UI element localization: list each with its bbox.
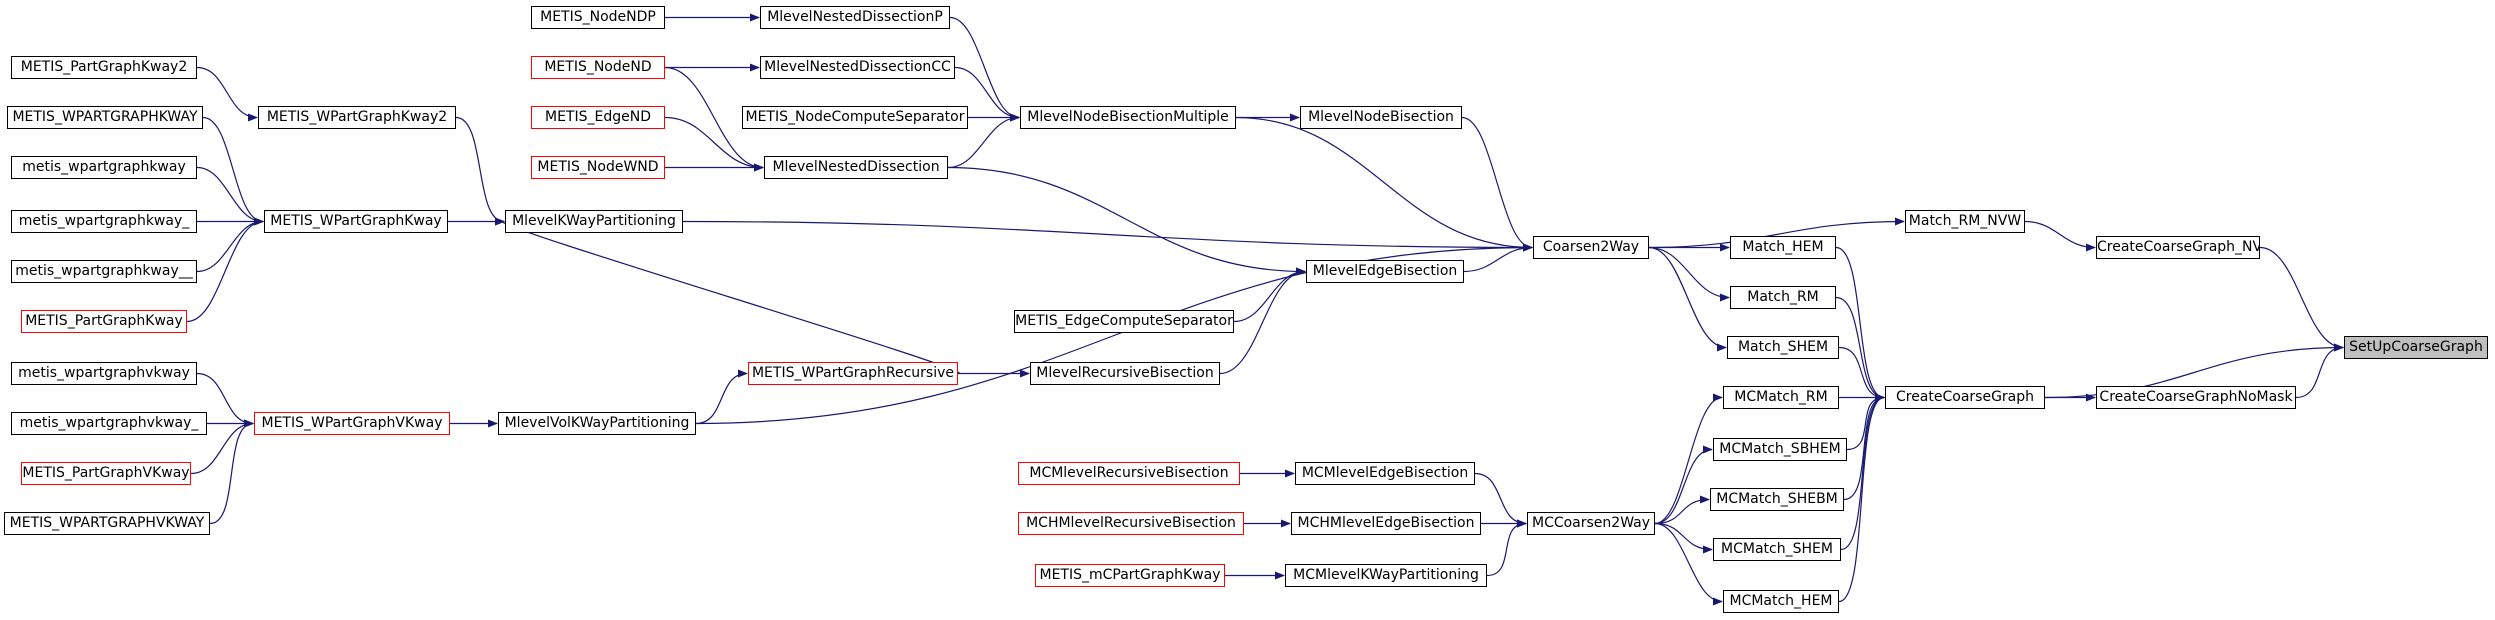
edge-n_mrm-to-n_ccg (1835, 296, 1885, 402)
node-mccoarsen2way[interactable]: MCCoarsen2Way (1527, 512, 1655, 535)
edge-n_mcmkwp-to-n_mcc2w (1486, 519, 1527, 577)
edge-n_edgend-to-n_mnd (664, 116, 764, 172)
node-match-rm-nvw[interactable]: Match_RM_NVW (1905, 210, 2025, 233)
node-metis-wpartgraphrecursive[interactable]: METIS_WPartGraphRecursive (748, 362, 958, 385)
node-metis-mcpartgraphkway[interactable]: METIS_mCPartGraphKway (1035, 564, 1225, 587)
node-metis-nodendp[interactable]: METIS_NodeNDP (531, 6, 665, 29)
node-metis-edgecomputeseparator[interactable]: METIS_EdgeComputeSeparator (1014, 310, 1234, 333)
node-mlevelvolkwaypartitioning[interactable]: MlevelVolKWayPartitioning (498, 412, 696, 435)
edge-n_mcc2w-to-n_mcshebm (1654, 495, 1710, 525)
node-mcmatch-shebm[interactable]: MCMatch_SHEBM (1710, 488, 1844, 511)
edge-n_mndp-to-n_mnbm (949, 16, 1020, 122)
node-mchmlevelrecursivebisection[interactable]: MCHMlevelRecursiveBisection (1018, 512, 1244, 535)
node-metis-wpartgraphkway[interactable]: METIS_WPartGraphKway (264, 210, 448, 233)
node-mcmleveledgebisection[interactable]: MCMlevelEdgeBisection (1295, 462, 1475, 485)
edge-n_mcshebm-to-n_ccg (1843, 393, 1885, 501)
node-metis-wpartgraphkway2[interactable]: METIS_WPartGraphKway2 (258, 106, 456, 129)
edge-n_pgk-to-n_wpgk (186, 217, 264, 323)
edge-n_wpgk2-to-n_mkwp (455, 116, 505, 226)
node-mcmlevelrecursivebisection[interactable]: MCMlevelRecursiveBisection (1018, 462, 1240, 485)
node-metis-wpartgraphkway-upper[interactable]: METIS_WPARTGRAPHKWAY (7, 106, 203, 129)
edge-n_mrnvw-to-n_ccgnvw (2024, 220, 2096, 252)
node-createcoarsegraphnomask[interactable]: CreateCoarseGraphNoMask (2096, 386, 2296, 409)
node-metis-nodecomputeseparator[interactable]: METIS_NodeComputeSeparator (742, 106, 968, 129)
node-metis-edgend[interactable]: METIS_EdgeND (531, 106, 665, 129)
edge-n_mnd-to-n_meb (947, 166, 1306, 276)
edge-n_wpgkw_l-to-n_wpgk (196, 166, 264, 226)
node-metis-partgraphkway2[interactable]: METIS_PartGraphKway2 (11, 56, 197, 79)
node-createcoarsegraph-nvw[interactable]: CreateCoarseGraph_NVW (2096, 236, 2260, 259)
edge-n_ccgnm-to-n_sucg (2295, 343, 2344, 399)
edge-n_mcshem-to-n_ccg (1840, 393, 1885, 551)
edge-n_c2w-to-n_mrm (1648, 246, 1730, 302)
node-coarsen2way[interactable]: Coarsen2Way (1533, 236, 1649, 259)
node-metis-wpartgraphvkway-lower[interactable]: metis_wpartgraphvkway (11, 362, 197, 385)
node-mlevelkwaypartitioning[interactable]: MlevelKWayPartitioning (505, 210, 683, 233)
node-match-rm[interactable]: Match_RM (1730, 286, 1836, 309)
node-metis-partgraphvkway[interactable]: METIS_PartGraphVKway (21, 462, 191, 485)
node-match-shem[interactable]: Match_SHEM (1727, 336, 1839, 359)
edge-n_mcc2w-to-n_mchem (1654, 522, 1723, 606)
edge-n_mvkwp-to-n_wpgr (695, 369, 748, 425)
edge-n_wpgkw_uu-to-n_wpgk (196, 217, 264, 273)
node-metis-wpartgraphvkway[interactable]: METIS_WPartGraphVKway (254, 412, 450, 435)
node-mlevelnesteddissectionp[interactable]: MlevelNestedDissectionP (760, 6, 950, 29)
node-metis-wpartgraphvkway-underscore[interactable]: metis_wpartgraphvkway_ (11, 412, 207, 435)
node-mlevelnodebisectionmultiple[interactable]: MlevelNodeBisectionMultiple (1020, 106, 1236, 129)
edge-n_mvkwp-to-n_c2w (695, 243, 1533, 425)
node-mcmatch-hem[interactable]: MCMatch_HEM (1723, 590, 1839, 613)
node-mlevelnesteddissectioncc[interactable]: MlevelNestedDissectionCC (760, 56, 955, 79)
edge-n_mcc2w-to-n_mcmrm (1654, 393, 1723, 525)
node-mleveledgebisection[interactable]: MlevelEdgeBisection (1306, 260, 1464, 283)
edge-n_mhem-to-n_ccg (1835, 246, 1885, 402)
edge-n_mcmeb-to-n_mcc2w (1474, 472, 1527, 528)
node-mlevelnesteddissection[interactable]: MlevelNestedDissection (764, 156, 948, 179)
edge-n_mnd-to-n_mnbm (947, 113, 1020, 169)
edge-n_mchem-to-n_ccg (1838, 393, 1885, 603)
node-metis-nodend[interactable]: METIS_NodeND (531, 56, 665, 79)
edge-n_nodend-to-n_mnd (664, 66, 764, 172)
node-metis-wpartgraphkway-double-underscore[interactable]: metis_wpartgraphkway__ (11, 260, 197, 283)
edge-n_wpgr-to-n_mkwp (494, 217, 960, 375)
node-createcoarsegraph[interactable]: CreateCoarseGraph (1885, 386, 2045, 409)
edge-n_mcc2w-to-n_mcshem (1654, 522, 1713, 554)
node-mcmatch-rm[interactable]: MCMatch_RM (1723, 386, 1839, 409)
node-mcmlevelkwaypartitioning[interactable]: MCMlevelKWayPartitioning (1285, 564, 1487, 587)
node-metis-wpartgraphkway-underscore[interactable]: metis_wpartgraphkway_ (11, 210, 197, 233)
node-mchmleveledgebisection[interactable]: MCHMlevelEdgeBisection (1291, 512, 1481, 535)
edge-n_meb-to-n_c2w (1463, 243, 1533, 273)
edge-n_ecs-to-n_meb (1233, 267, 1306, 323)
node-mcmatch-sbhem[interactable]: MCMatch_SBHEM (1713, 438, 1847, 461)
edge-n_mcc2w-to-n_mcsbhem (1654, 445, 1713, 525)
node-metis-wpartgraphkway-lower[interactable]: metis_wpartgraphkway (11, 156, 197, 179)
edge-n_WPGVKW-to-n_wpgvk (209, 419, 254, 525)
edge-n_mnbm-to-n_c2w (1235, 116, 1533, 252)
node-mlevelnodebisection[interactable]: MlevelNodeBisection (1300, 106, 1462, 129)
node-mlevelrecursivebisection[interactable]: MlevelRecursiveBisection (1030, 362, 1220, 385)
node-metis-wpartgraphvkway-upper[interactable]: METIS_WPARTGRAPHVKWAY (4, 512, 210, 535)
edge-n_mnb-to-n_c2w (1461, 116, 1533, 252)
edge-n_ccgnvw-to-n_sucg (2259, 246, 2344, 352)
edge-n_mkwp-to-n_c2w (682, 220, 1533, 252)
node-match-hem[interactable]: Match_HEM (1730, 236, 1836, 259)
edge-n_c2w-to-n_mrnvw (1648, 217, 1905, 249)
node-mcmatch-shem[interactable]: MCMatch_SHEM (1713, 538, 1841, 561)
edge-n_c2w-to-n_mshem (1648, 246, 1727, 352)
edge-n_pgk2-to-n_wpgk2 (196, 66, 258, 122)
node-setupcoarsegraph: SetUpCoarseGraph (2344, 336, 2488, 359)
edge-n_WPGKW-to-n_wpgk (202, 116, 264, 226)
node-metis-nodewnd[interactable]: METIS_NodeWND (531, 156, 665, 179)
node-metis-partgraphkway[interactable]: METIS_PartGraphKway (21, 310, 187, 333)
